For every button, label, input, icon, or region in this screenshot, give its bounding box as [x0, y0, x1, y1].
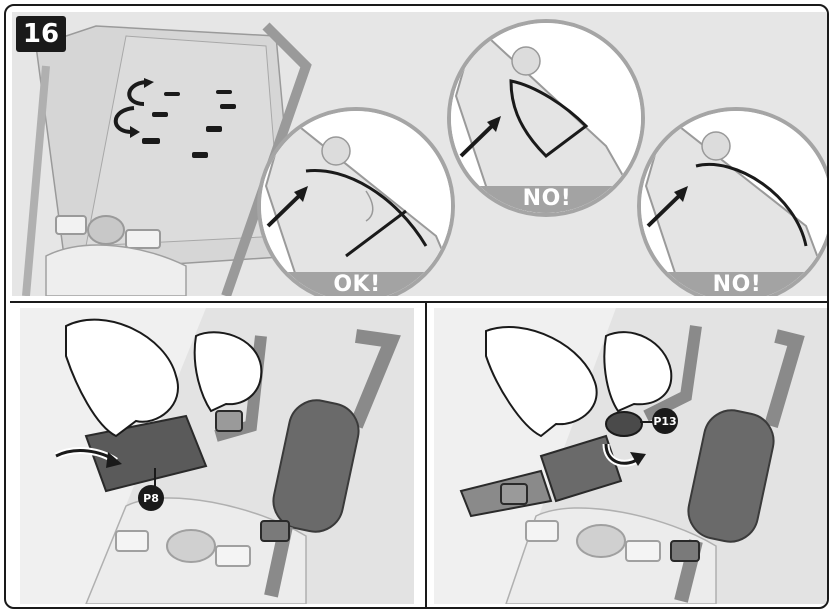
top-panel-seat-view: [12, 12, 829, 306]
bottom-right-panel: [434, 308, 828, 604]
part-tag-p8: P8: [138, 485, 164, 511]
illustration-canvas: [6, 6, 829, 609]
part-tag-p13: P13: [652, 408, 678, 434]
verdict-label-no-2: NO!: [682, 272, 792, 297]
verdict-label-ok: OK!: [302, 272, 412, 297]
verdict-label-no-1: NO!: [492, 186, 602, 211]
step-number: 16: [16, 16, 66, 52]
bottom-left-panel: [20, 308, 414, 604]
instruction-sheet: 16 OK! NO! NO! P8 P13: [4, 4, 829, 609]
